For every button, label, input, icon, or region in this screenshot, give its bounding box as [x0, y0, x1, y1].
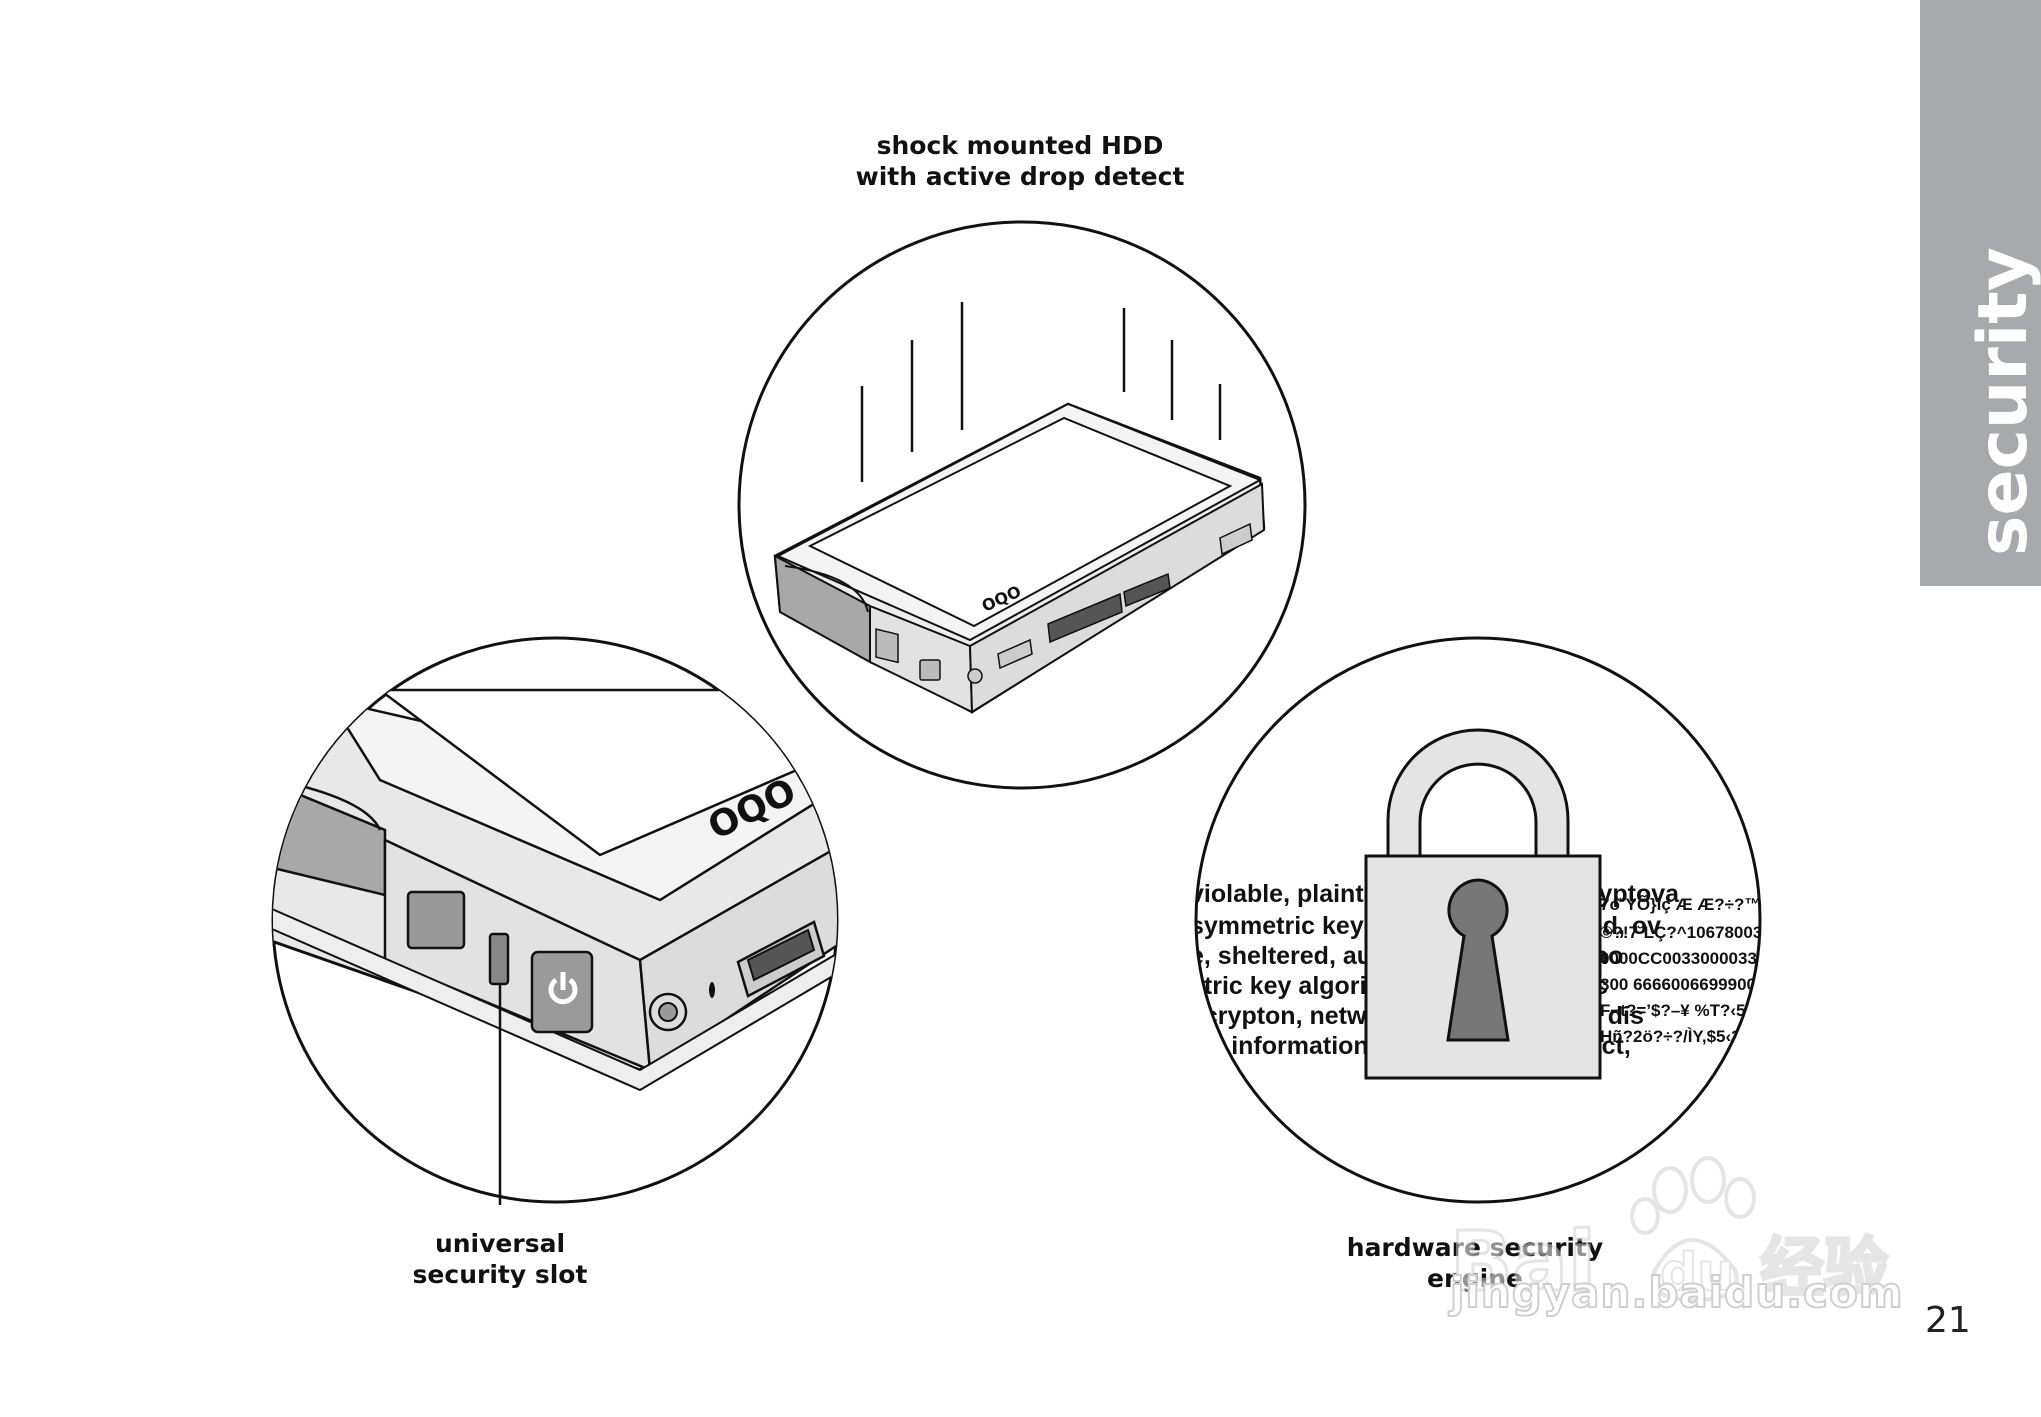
section-tab — [1920, 0, 2041, 586]
cipher-right-line-3: 0000CC003300003333003 — [1600, 949, 1804, 968]
cipher-right-line-5: F¬t?=’$?–¥ %T?‹5?‰»D — [1600, 1001, 1795, 1020]
security-slot-illustration: OQO — [271, 636, 839, 1205]
cipher-right-line-1: 7ó˘YÕ}iç Æ Æ?÷?™ø?ñ…?? — [1600, 894, 1830, 914]
cipher-text-right: 7ó˘YÕ}iç Æ Æ?÷?™ø?ñ…?? ©?!7˘LÇ?^10678003… — [1600, 894, 1830, 1046]
caption-security-engine-line-2: engine — [1427, 1264, 1523, 1293]
security-engine-illustration: violable, plaintext, invulnerable, crypt… — [1194, 636, 1830, 1204]
svg-text:Bai: Bai — [1450, 1215, 1596, 1310]
drop-detect-illustration: OQO — [737, 220, 1307, 790]
port-closeup — [406, 890, 466, 950]
motion-lines — [860, 302, 1222, 482]
device-screen — [807, 416, 1233, 628]
caption-security-engine-line-1: hardware security — [1346, 1233, 1604, 1262]
keyhole — [1446, 878, 1510, 1042]
page-number: 21 — [1925, 1300, 1971, 1341]
power-button-closeup — [530, 950, 594, 1034]
caption-security-slot-line-1: universal — [434, 1229, 566, 1258]
caption-drop-detect: shock mounted HDD with active drop detec… — [820, 130, 1220, 192]
caption-security-engine: hardware security engine — [1330, 1232, 1620, 1294]
baidu-watermark-url: jingyan.baidu.com — [1449, 1267, 1904, 1318]
svg-text:经验: 经验 — [1760, 1232, 1888, 1306]
baidu-watermark-logo: Bai du 经验 — [1449, 1156, 1890, 1312]
caption-security-slot: universal security slot — [380, 1228, 620, 1290]
svg-text:du: du — [1660, 1243, 1734, 1303]
cipher-right-line-4: 300 666600669990066)JqE — [1600, 975, 1812, 994]
cipher-right-line-6: Hñ?2ö?÷?/ÌY,$5‹3^•ÌÿUÂ — [1600, 1027, 1795, 1046]
security-slot — [488, 932, 510, 986]
caption-drop-detect-line-2: with active drop detect — [855, 162, 1185, 191]
caption-drop-detect-line-1: shock mounted HDD — [876, 131, 1164, 160]
padlock-shackle — [1386, 728, 1570, 870]
cipher-right-line-2: ©?!7˘LÇ?^106780033FF%00 — [1600, 923, 1827, 942]
caption-security-slot-line-2: security slot — [412, 1260, 588, 1289]
